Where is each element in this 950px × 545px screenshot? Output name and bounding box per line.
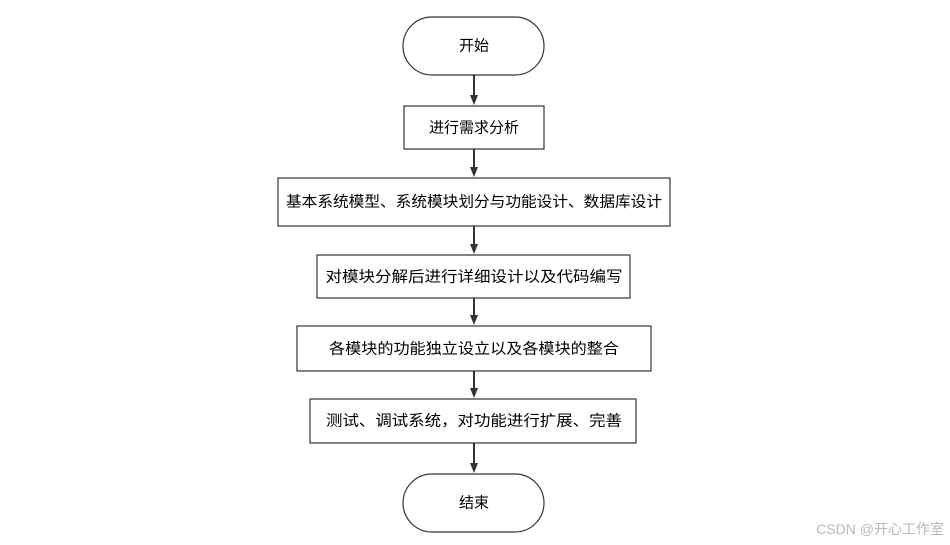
process-step-2: 基本系统模型、系统模块划分与功能设计、数据库设计 <box>277 177 671 227</box>
process-step-1: 进行需求分析 <box>403 105 545 150</box>
process-step-3: 对模块分解后进行详细设计以及代码编写 <box>316 254 631 299</box>
end-label: 结束 <box>459 494 489 512</box>
start-node: 开始 <box>402 16 545 76</box>
process-step-label: 基本系统模型、系统模块划分与功能设计、数据库设计 <box>286 193 662 211</box>
watermark: CSDN @开心工作室 <box>816 521 944 537</box>
process-step-4: 各模块的功能独立设立以及各模块的整合 <box>296 325 652 372</box>
process-step-5: 测试、调试系统，对功能进行扩展、完善 <box>309 398 637 444</box>
process-step-label: 对模块分解后进行详细设计以及代码编写 <box>326 268 623 286</box>
end-node: 结束 <box>402 473 545 533</box>
process-step-label: 测试、调试系统，对功能进行扩展、完善 <box>326 412 622 430</box>
process-step-label: 各模块的功能独立设立以及各模块的整合 <box>329 340 619 358</box>
start-label: 开始 <box>459 37 489 55</box>
process-step-label: 进行需求分析 <box>429 119 519 137</box>
